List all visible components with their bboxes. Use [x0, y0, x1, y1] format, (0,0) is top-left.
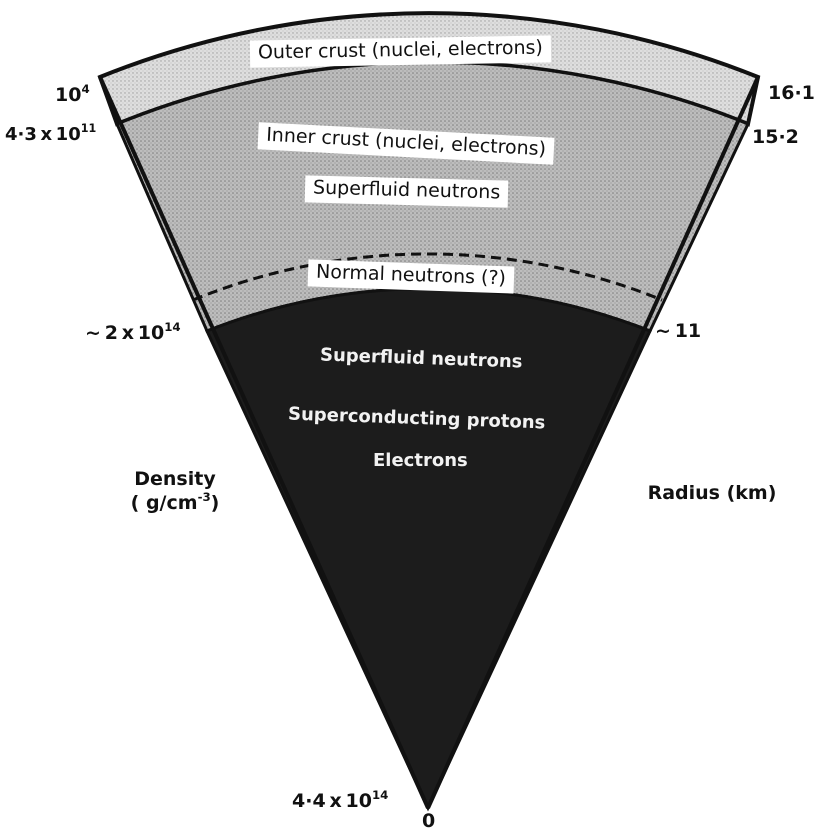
radius-tick-crust: 15·2 [752, 126, 799, 148]
density-title-text: Density [134, 468, 216, 490]
density-tick-crust: 4·3 x 1011 [5, 122, 97, 145]
right-edge [426, 76, 760, 809]
radius-tick-surface: 16·1 [768, 82, 815, 104]
radius-axis-title: Radius (km) [647, 482, 777, 504]
core-electrons-label: Electrons [373, 450, 468, 471]
outer-crust-label: Outer crust (nuclei, electrons) [249, 35, 552, 68]
density-tick-core: ~ 2 x 1014 [85, 319, 181, 344]
radius-tick-center: 0 [422, 810, 436, 832]
left-edge [98, 76, 430, 809]
inner-crust-superfluid-label: Superfluid neutrons [304, 175, 509, 208]
density-tick-surface: 104 [55, 81, 90, 106]
density-unit: ( g/cm-3) [130, 489, 220, 514]
normal-neutrons-boundary [192, 252, 663, 302]
density-axis-title: Density ( g/cm-3) [110, 468, 240, 516]
density-tick-center: 4·4 x 1014 [292, 787, 389, 812]
radius-tick-core: ~ 11 [655, 320, 702, 342]
